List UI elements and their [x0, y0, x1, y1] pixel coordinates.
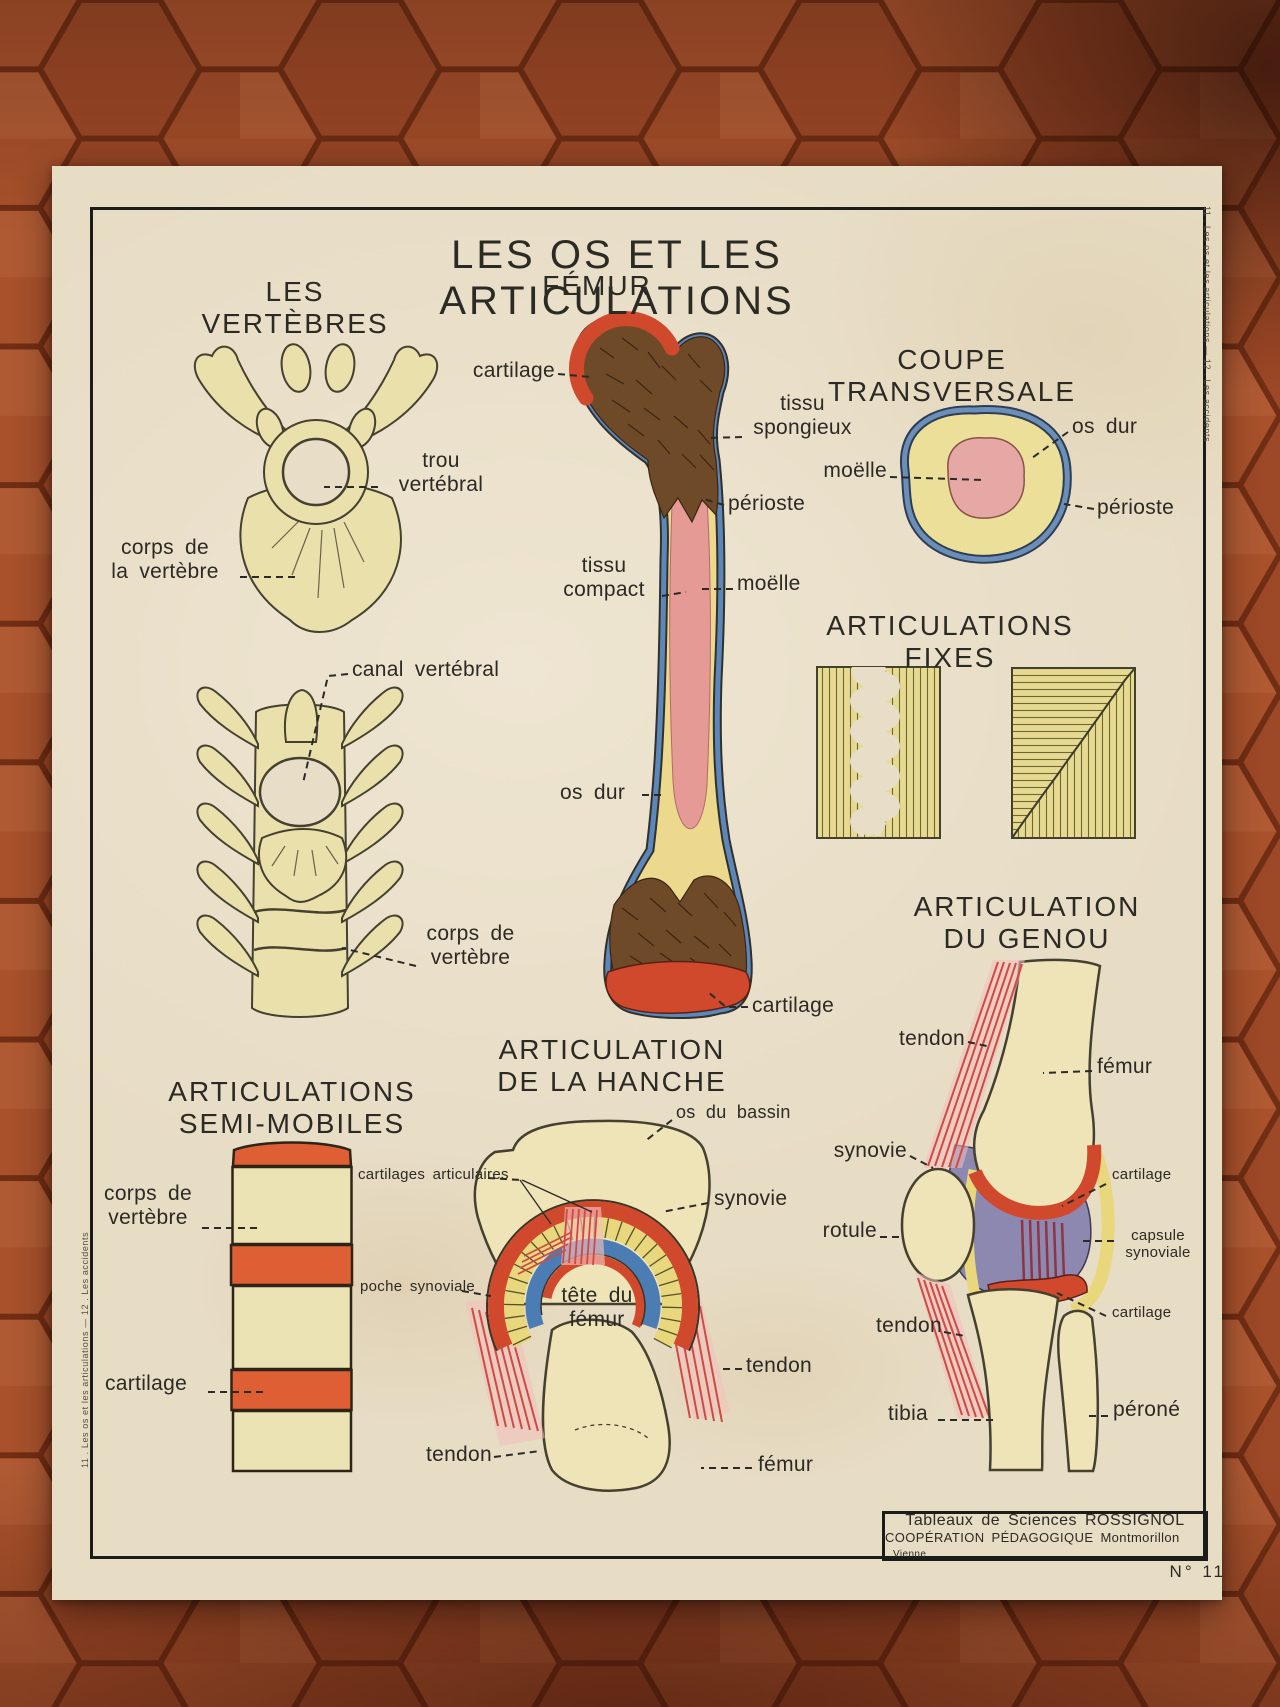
label-tendon-hanche-droit: tendon — [746, 1354, 813, 1377]
heading-genou: ARTICULATION DU GENOU — [913, 891, 1141, 955]
heading-femur: FÉMUR — [542, 270, 652, 301]
label-tendon-hanche-bas: tendon — [425, 1443, 492, 1466]
label-perone: péroné — [1113, 1398, 1181, 1421]
femur-cartilage-bottom — [605, 960, 751, 1014]
label-femur-hanche: fémur — [758, 1453, 814, 1476]
femur-section — [569, 311, 753, 1019]
label-cartilage-femur-bas: cartilage — [752, 994, 835, 1017]
label-moelle-coupe: moëlle — [823, 459, 887, 482]
label-moelle-femur: moëlle — [737, 572, 801, 595]
label-poche-synoviale: poche synoviale — [360, 1278, 476, 1295]
label-tendon-genou-bas: tendon — [875, 1314, 942, 1337]
heading-semi-mobiles: ARTICULATIONS SEMI-MOBILES — [168, 1076, 416, 1140]
edge-note-right: 11 . Les os et les articulations — 12 . … — [1202, 206, 1212, 443]
label-synovie-genou: synovie — [833, 1139, 907, 1162]
vertebral-column — [196, 686, 404, 1018]
label-os-dur-coupe: os dur — [1072, 415, 1138, 438]
label-trou-vertebral: trou vertébral — [398, 449, 484, 497]
label-perioste-femur: périoste — [728, 492, 806, 515]
edge-note-left: 11 . Les os et les articulations — 12 . … — [80, 1231, 90, 1468]
label-corps-de-vertebre: corps de vertèbre — [426, 922, 515, 970]
publisher-line1: Tableaux de Sciences ROSSIGNOL — [905, 1512, 1185, 1529]
publisher-dept: Vienne — [893, 1549, 927, 1560]
label-corps-de-la-vertebre: corps de la vertèbre — [111, 536, 219, 584]
label-femur-genou: fémur — [1097, 1055, 1153, 1078]
label-synovie-hanche: synovie — [714, 1187, 788, 1210]
label-cartilage-genou-bas: cartilage — [1112, 1304, 1172, 1321]
label-perioste-coupe: périoste — [1097, 496, 1175, 519]
heading-fixes: ARTICULATIONS FIXES — [826, 610, 1074, 674]
label-capsule-synoviale: capsule synoviale — [1125, 1227, 1191, 1262]
fixed-joints-diagrams — [816, 666, 1136, 839]
heading-hanche: ARTICULATION DE LA HANCHE — [497, 1034, 727, 1098]
heading-vertebres: LES VERTÈBRES — [201, 276, 389, 340]
label-cartilage-sm: cartilage — [105, 1372, 188, 1395]
publisher-box: Tableaux de Sciences ROSSIGNOL COOPÉRATI… — [882, 1511, 1208, 1561]
label-tissu-compact: tissu compact — [563, 554, 645, 602]
cross-section-marrow — [947, 437, 1025, 519]
knee-tibia — [966, 1288, 1060, 1472]
label-cartilages-articulaires: cartilages articulaires — [358, 1166, 509, 1183]
label-os-du-bassin: os du bassin — [676, 1102, 791, 1122]
cross-section — [899, 405, 1072, 564]
poster-number: N° 11 — [1169, 1562, 1226, 1581]
knee-rotule — [900, 1167, 976, 1283]
label-rotule: rotule — [822, 1219, 877, 1242]
hip-femur-neck — [541, 1318, 671, 1492]
label-tibia: tibia — [888, 1402, 929, 1425]
label-cartilage-genou-haut: cartilage — [1112, 1166, 1172, 1183]
label-tete-du-femur: tête du fémur — [561, 1284, 633, 1332]
label-os-dur-femur: os dur — [560, 781, 626, 804]
publisher-line2: COOPÉRATION PÉDAGOGIQUE Montmorillon Vie… — [885, 1530, 1180, 1560]
trou-vertebral-hole — [281, 437, 351, 507]
canal-vertebral-hole — [258, 756, 342, 828]
semi-mobile-column — [229, 1141, 354, 1473]
knee-perone — [1056, 1309, 1100, 1473]
label-corps-de-vertebre-sm: corps de vertèbre — [104, 1182, 192, 1230]
label-canal-vertebral: canal vertébral — [352, 658, 500, 681]
label-tendon-genou-haut: tendon — [898, 1027, 965, 1050]
label-cartilage-femur-haut: cartilage — [472, 359, 555, 382]
label-tissu-spongieux: tissu spongieux — [753, 392, 852, 440]
